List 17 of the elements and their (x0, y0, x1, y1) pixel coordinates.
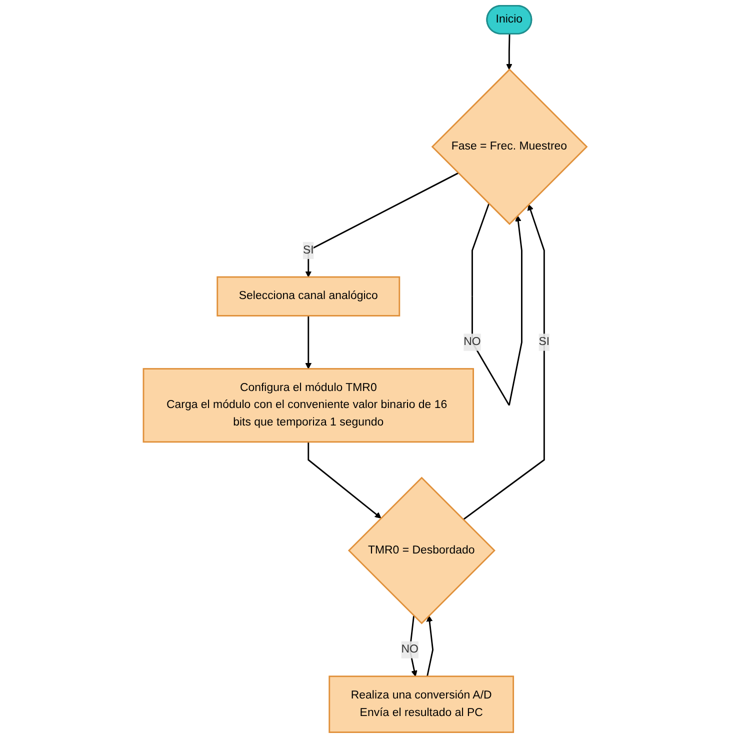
arrow (306, 316, 312, 370)
node-box: Selecciona canal analógico (217, 276, 400, 316)
node-diamond: Fase = Frec. Muestreo (432, 68, 588, 225)
arrow (410, 616, 418, 677)
arrow (506, 34, 513, 70)
arrow (472, 203, 523, 406)
node-diamond: TMR0 = Desbordado (348, 476, 496, 624)
arrow (306, 172, 459, 278)
node-box: Realiza una conversión A/D Envía el resultado al PC (329, 676, 514, 733)
edge-label: SI (303, 244, 314, 256)
edge-label: NO (464, 336, 482, 348)
node-box: Configura el módulo TMR0 Carga el módulo con el conveniente valor binario de 16 bits que temporiza 1 segundo (143, 368, 474, 443)
arrow (308, 442, 382, 518)
arrow (426, 615, 434, 676)
edge-label: NO (402, 643, 419, 656)
arrow (463, 204, 546, 520)
edge-label: SI (539, 336, 550, 348)
